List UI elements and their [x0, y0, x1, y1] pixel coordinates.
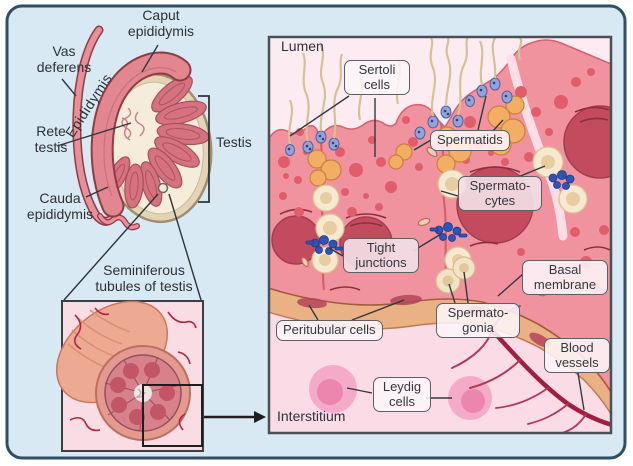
spermatogonia-cells	[435, 256, 476, 294]
rete-testis-shape	[121, 107, 145, 141]
label-sertoli-cells: Sertoli cells	[344, 60, 410, 96]
label-caput-epididymis: Caput epididymis	[127, 7, 195, 39]
testis-lobules	[105, 75, 210, 209]
label-spermatogonia: Spermato-gonia	[436, 303, 520, 339]
label-testis: Testis	[216, 134, 252, 150]
label-peritubular-cells: Peritubular cells	[276, 320, 383, 341]
interstitium-region	[269, 312, 611, 433]
label-interstitium: Interstitium	[277, 408, 346, 424]
panel-capillaries	[69, 307, 197, 432]
label-spermatids: Spermatids	[430, 130, 510, 151]
zoom-source-box	[142, 384, 203, 447]
label-seminiferous-tubules: Seminiferous tubules of testis	[95, 262, 193, 294]
epididymis-shape	[90, 51, 192, 218]
label-blood-vessels: Blood vessels	[544, 338, 610, 374]
zoom-arrow	[204, 411, 266, 423]
zoom-marker-circle	[157, 182, 169, 194]
tight-junction-markers	[305, 170, 575, 255]
leydig-cell	[309, 365, 492, 420]
zoom-funnel-lines	[63, 193, 202, 301]
label-lumen: Lumen	[281, 38, 324, 54]
label-basal-membrane: Basal membrane	[522, 260, 608, 296]
label-spermatocytes: Spermato-cytes	[458, 176, 542, 212]
label-leydig-cells: Leydig cells	[373, 377, 431, 413]
pointer-lines	[56, 44, 585, 411]
detail-panel-border	[267, 35, 613, 435]
testis-bracket	[198, 95, 210, 203]
label-vas-deferens: Vas deferens	[36, 43, 92, 75]
label-cauda-epididymis: Cauda epididymis	[26, 190, 94, 222]
sperm-tails	[287, 37, 523, 145]
seminiferous-panel	[55, 300, 204, 452]
label-tight-junctions: Tight junctions	[343, 238, 419, 274]
testis-illustration	[72, 25, 213, 231]
label-rete-testis: Rete testis	[34, 123, 68, 155]
